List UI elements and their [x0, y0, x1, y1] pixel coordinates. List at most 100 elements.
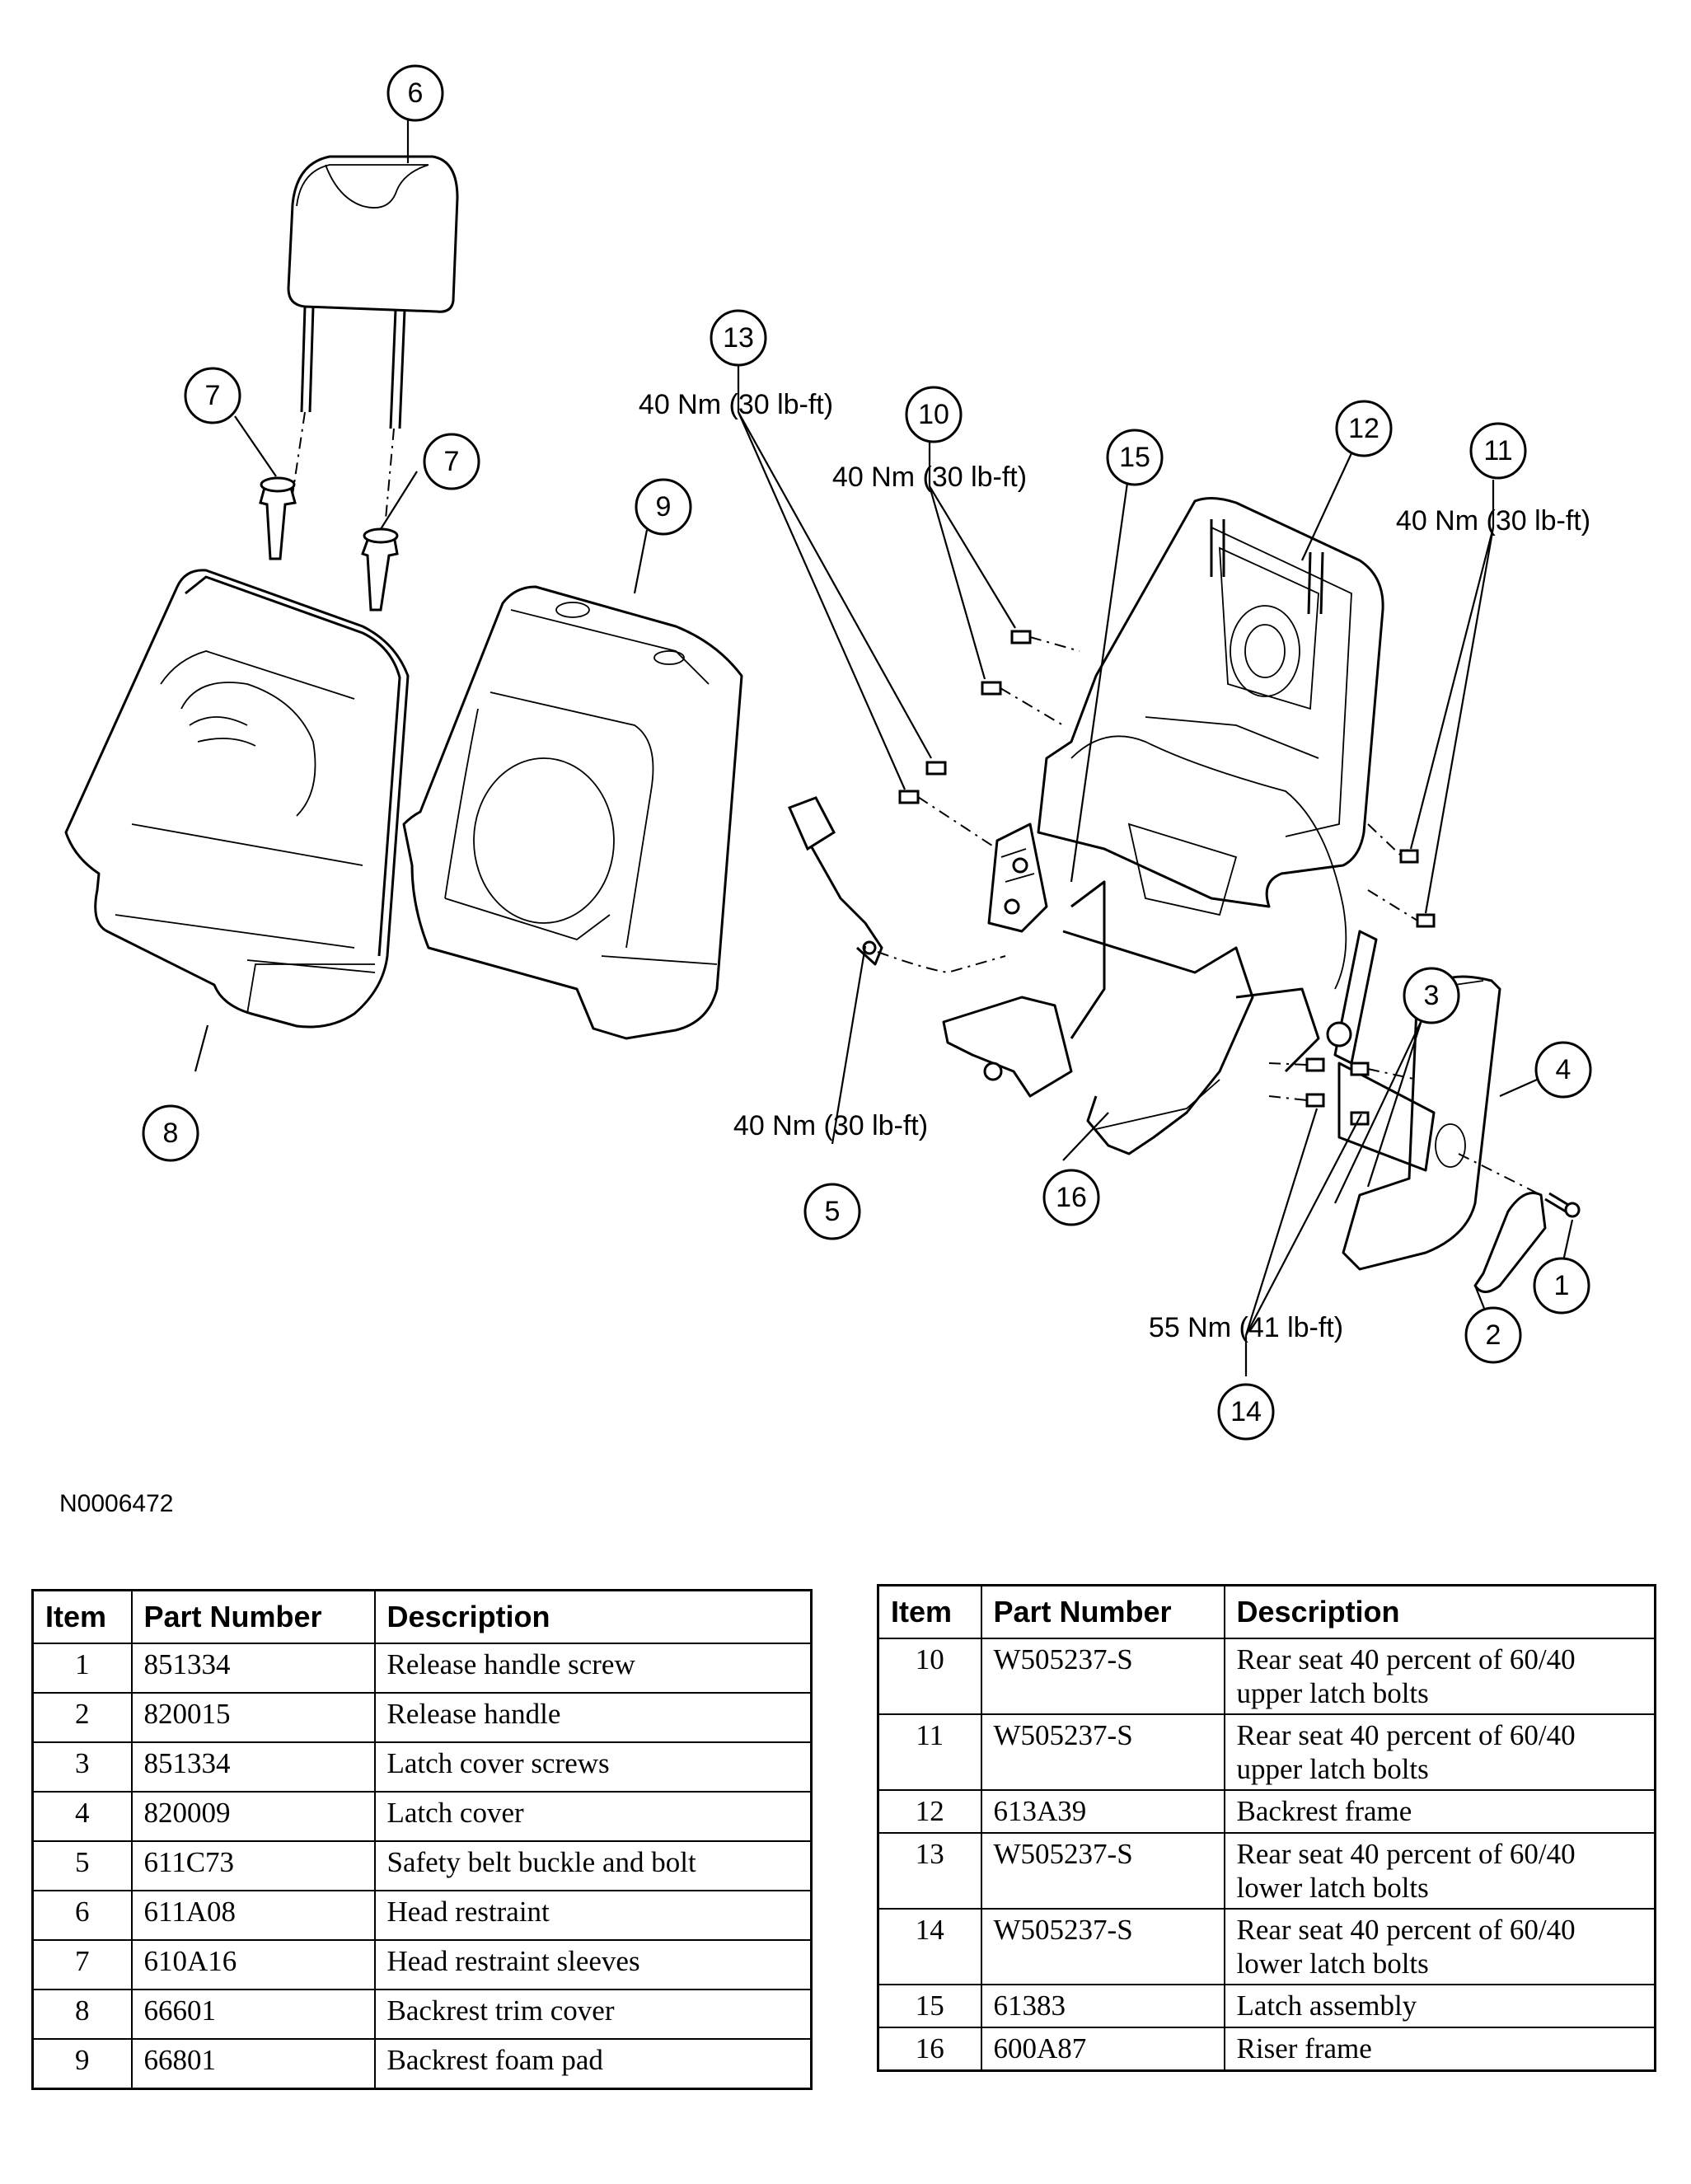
item-cell: 7 — [31, 1939, 133, 1990]
svg-text:12: 12 — [1348, 413, 1380, 444]
description-cell: Release handle screw — [373, 1643, 813, 1694]
item-cell: 8 — [31, 1989, 133, 2040]
description-line: Rear seat 40 percent of 60/40 — [1236, 1643, 1576, 1675]
foam-pad-drawing — [402, 585, 743, 1040]
item-cell: 11 — [877, 1713, 982, 1791]
riser-frame-drawing — [942, 930, 1320, 1155]
part-number-cell: W505237-S — [980, 1638, 1225, 1715]
description-line: Latch assembly — [1236, 1990, 1417, 2022]
description-line: Rear seat 40 percent of 60/40 — [1236, 1914, 1576, 1946]
item-cell: 4 — [31, 1791, 133, 1842]
svg-text:5: 5 — [825, 1196, 841, 1227]
part-number-cell: 851334 — [130, 1741, 376, 1793]
release-handle-drawing — [1458, 1153, 1581, 1293]
bolts-drawing — [898, 630, 1436, 1126]
description-line: upper latch bolts — [1236, 1677, 1429, 1709]
description-line: lower latch bolts — [1236, 1872, 1429, 1904]
belt-buckle-drawing — [787, 796, 1006, 974]
item-cell: 13 — [877, 1832, 982, 1910]
callout-9: 9 — [635, 478, 692, 536]
svg-text:8: 8 — [163, 1118, 179, 1149]
head-restraint-drawing — [287, 155, 459, 520]
svg-text:11: 11 — [1483, 435, 1512, 466]
svg-text:7: 7 — [205, 380, 221, 411]
trim-cover-drawing — [64, 569, 410, 1029]
callout-15: 15 — [1106, 429, 1164, 486]
exploded-parts-diagram: 6 7 7 8 9 13 10 15 12 11 3 4 5 16 1 2 14… — [64, 64, 1592, 1441]
part-number-cell: 820009 — [130, 1791, 376, 1842]
part-number-cell: W505237-S — [980, 1908, 1225, 1985]
latch-assembly-drawing — [987, 823, 1106, 1039]
torque-label-5: 40 Nm (30 lb-ft) — [733, 1110, 928, 1141]
figure-id: N0006472 — [59, 1490, 174, 1517]
description-cell: Latch cover screws — [373, 1741, 813, 1793]
svg-text:6: 6 — [408, 77, 424, 109]
callout-5: 5 — [803, 1183, 861, 1240]
description-cell: Latch assembly — [1223, 1984, 1656, 2028]
item-cell: 3 — [31, 1741, 133, 1793]
col-header-part-number: Part Number — [980, 1584, 1225, 1639]
svg-text:2: 2 — [1486, 1319, 1501, 1351]
svg-text:9: 9 — [656, 491, 672, 523]
col-header-item: Item — [877, 1584, 982, 1639]
description-line: Backrest frame — [1236, 1795, 1412, 1827]
callout-1: 1 — [1533, 1257, 1590, 1315]
backrest-frame-drawing — [1037, 497, 1384, 990]
sleeves-drawing — [259, 476, 399, 612]
description-line: Rear seat 40 percent of 60/40 — [1236, 1719, 1576, 1751]
item-cell: 10 — [877, 1638, 982, 1715]
torque-label-14: 55 Nm (41 lb-ft) — [1149, 1312, 1343, 1343]
part-number-cell: 613A39 — [980, 1789, 1225, 1834]
callout-12: 12 — [1335, 400, 1393, 457]
part-number-cell: 600A87 — [980, 2027, 1225, 2072]
svg-text:3: 3 — [1424, 980, 1440, 1011]
item-cell: 2 — [31, 1692, 133, 1743]
description-cell: Head restraint — [373, 1890, 813, 1941]
latch-cover-drawing — [1326, 930, 1501, 1271]
description-cell: Release handle — [373, 1692, 813, 1743]
callout-7-left: 7 — [184, 367, 241, 424]
svg-text:15: 15 — [1119, 442, 1150, 473]
torque-label-11: 40 Nm (30 lb-ft) — [1396, 505, 1590, 537]
callout-11: 11 — [1469, 422, 1527, 480]
callout-8: 8 — [142, 1104, 199, 1162]
item-cell: 16 — [877, 2027, 982, 2072]
col-header-item: Item — [31, 1589, 133, 1644]
description-cell: Riser frame — [1223, 2027, 1656, 2072]
callout-7-right: 7 — [423, 433, 480, 490]
leader-lines — [194, 120, 1574, 1376]
callout-16: 16 — [1042, 1169, 1100, 1226]
description-cell: Backrest frame — [1223, 1789, 1656, 1834]
description-cell: Backrest foam pad — [373, 2038, 813, 2090]
part-number-cell: W505237-S — [980, 1713, 1225, 1791]
svg-text:4: 4 — [1556, 1054, 1572, 1085]
svg-text:7: 7 — [444, 446, 460, 477]
item-cell: 9 — [31, 2038, 133, 2090]
svg-text:14: 14 — [1230, 1396, 1262, 1427]
callout-4: 4 — [1534, 1041, 1592, 1099]
description-line: upper latch bolts — [1236, 1753, 1429, 1785]
callout-10: 10 — [905, 386, 963, 443]
description-line: Riser frame — [1236, 2032, 1372, 2064]
part-number-cell: 611A08 — [130, 1890, 376, 1941]
torque-label-13: 40 Nm (30 lb-ft) — [639, 389, 833, 420]
col-header-description: Description — [1223, 1584, 1656, 1639]
col-header-part-number: Part Number — [130, 1589, 376, 1644]
